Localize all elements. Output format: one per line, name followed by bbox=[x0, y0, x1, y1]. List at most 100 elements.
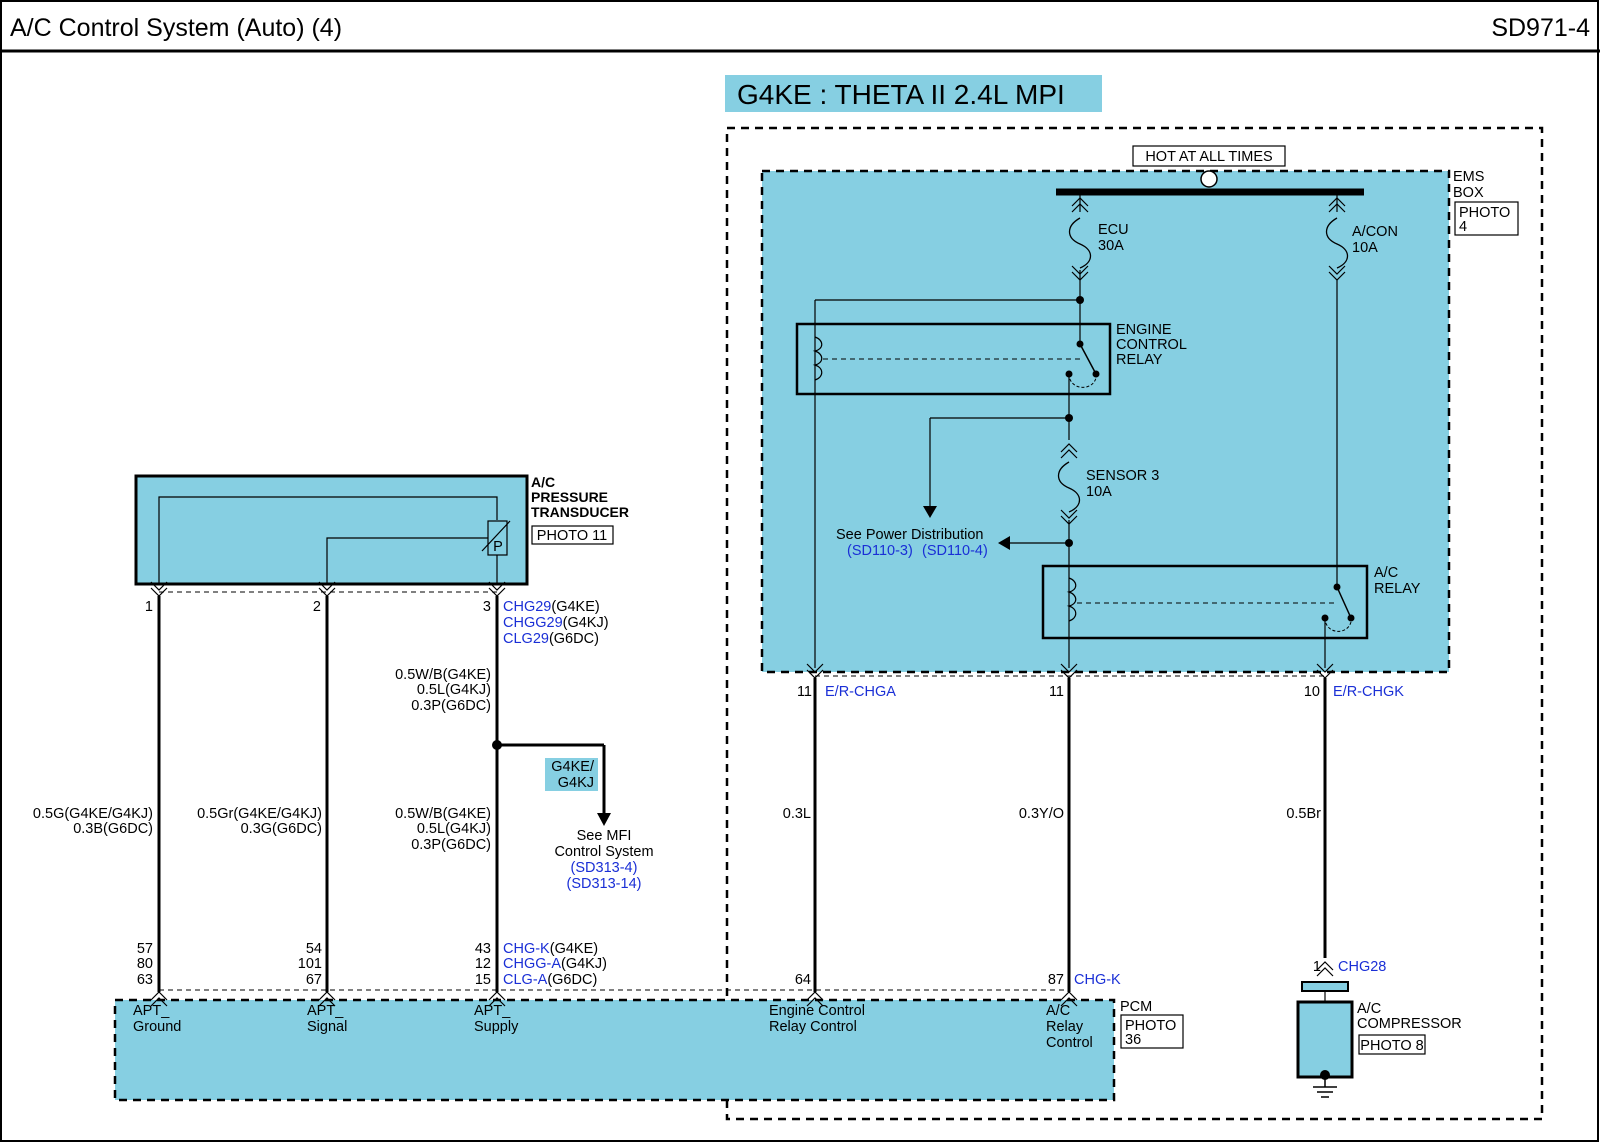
see-mfi-ref-1[interactable]: (SD313-4) bbox=[571, 860, 638, 876]
ecu-fuse-name: ECU bbox=[1098, 222, 1129, 238]
see-mfi-1: See MFI bbox=[577, 828, 632, 844]
wire-label-03l: 0.3L bbox=[783, 806, 811, 822]
conn-bottom-code-3[interactable]: CLG-A bbox=[503, 972, 548, 988]
conn-bottom-code-2[interactable]: CHGG-A bbox=[503, 956, 561, 972]
sensor3-fuse-name: SENSOR 3 bbox=[1086, 468, 1159, 484]
acon-fuse-name: A/CON bbox=[1352, 224, 1398, 240]
engine-control-relay bbox=[795, 322, 1112, 396]
pcm-label-supply-1: APT_ bbox=[474, 1003, 511, 1019]
g4ke-tag bbox=[545, 758, 598, 791]
ems-photo-box bbox=[1454, 201, 1519, 236]
conn-bottom-variant-1: (G4KE) bbox=[550, 941, 598, 957]
engine-region bbox=[725, 126, 1544, 1121]
transducer-box bbox=[134, 474, 529, 586]
hot-label: HOT AT ALL TIMES bbox=[1145, 149, 1272, 165]
wire-label-03yo: 0.3Y/O bbox=[1019, 806, 1064, 822]
conn-bottom-code-1[interactable]: CHG-K bbox=[503, 941, 550, 957]
ems-photo-label: PHOTO bbox=[1459, 205, 1510, 221]
pcm-name: PCM bbox=[1120, 999, 1152, 1015]
compressor-label-2: COMPRESSOR bbox=[1357, 1016, 1462, 1032]
transducer-photo-box bbox=[531, 525, 614, 545]
compressor-photo-box bbox=[1358, 1034, 1426, 1055]
wire-signal-2: 0.3G(G6DC) bbox=[241, 821, 322, 837]
pcm-pin-ground-2: 80 bbox=[137, 956, 153, 972]
g4ke-tag-1: G4KE/ bbox=[551, 759, 595, 775]
ems-conn-right[interactable]: E/R-CHGK bbox=[1333, 684, 1404, 700]
transducer-label-1: A/C bbox=[531, 474, 555, 490]
engine-relay-coil bbox=[812, 336, 823, 381]
wire-supply-lower-1: 0.5W/B(G4KE) bbox=[395, 806, 491, 822]
transducer-label-2: PRESSURE bbox=[531, 489, 608, 505]
power-dist-ref-1[interactable]: (SD110-3) bbox=[847, 543, 913, 559]
pcm-label-ground-2: Ground bbox=[133, 1019, 181, 1035]
hot-label-box bbox=[1132, 145, 1286, 167]
acon-fuse-rating: 10A bbox=[1352, 240, 1378, 256]
page-code: SD971-4 bbox=[1491, 14, 1590, 42]
ems-photo-number: 4 bbox=[1459, 219, 1467, 235]
pcm-label-acr-2: Relay bbox=[1046, 1019, 1084, 1035]
wire-signal-1: 0.5Gr(G4KE/G4KJ) bbox=[197, 806, 322, 822]
pcm-pin-64: 64 bbox=[795, 972, 811, 988]
ems-pin-right: 10 bbox=[1304, 684, 1320, 700]
conn-top-variant-1: (G4KE) bbox=[551, 599, 599, 615]
ac-relay-label-2: RELAY bbox=[1374, 581, 1421, 597]
pcm-conn-chgk[interactable]: CHG-K bbox=[1074, 972, 1121, 988]
transducer-label-3: TRANSDUCER bbox=[531, 504, 629, 520]
pcm-label-supply-2: Supply bbox=[474, 1019, 519, 1035]
compressor-body bbox=[1296, 1000, 1354, 1079]
compressor-conn[interactable]: CHG28 bbox=[1338, 959, 1386, 975]
pcm-pin-supply-2: 12 bbox=[475, 956, 491, 972]
pcm-pin-signal-2: 101 bbox=[298, 956, 322, 972]
transducer-connector-codes: CHG29(G4KE) CHGG29(G4KJ) CLG29(G6DC) bbox=[503, 599, 609, 647]
transducer-pin-2: 2 bbox=[313, 599, 321, 615]
ac-relay-label-1: A/C bbox=[1374, 565, 1398, 581]
conn-top-code-3[interactable]: CLG29 bbox=[503, 631, 549, 647]
see-mfi-2: Control System bbox=[554, 844, 653, 860]
engine-relay-label-1: ENGINE bbox=[1116, 322, 1172, 338]
pcm-label-erc-2: Relay Control bbox=[769, 1019, 857, 1035]
compressor-clutch bbox=[1301, 981, 1349, 992]
wire-supply-lower-3: 0.3P(G6DC) bbox=[411, 837, 491, 853]
svg-text:CLG29(G6DC): CLG29(G6DC) bbox=[503, 631, 599, 647]
conn-top-code-1[interactable]: CHG29 bbox=[503, 599, 551, 615]
compressor-photo: PHOTO 8 bbox=[1360, 1038, 1423, 1054]
ac-relay bbox=[1041, 564, 1369, 640]
ecu-fuse bbox=[1068, 195, 1092, 300]
g4ke-tag-2: G4KJ bbox=[558, 775, 594, 791]
pcm-photo-number: 36 bbox=[1125, 1032, 1141, 1048]
conn-top-variant-3: (G6DC) bbox=[549, 631, 599, 647]
svg-text:CLG-A(G6DC): CLG-A(G6DC) bbox=[503, 972, 597, 988]
pcm-connector-pins bbox=[150, 991, 1078, 1007]
pcm-pin-ground-1: 57 bbox=[137, 941, 153, 957]
engine-label: G4KE : THETA II 2.4L MPI bbox=[725, 75, 1102, 112]
see-mfi-ref-2[interactable]: (SD313-14) bbox=[567, 876, 642, 892]
ecu-fuse-rating: 30A bbox=[1098, 238, 1124, 254]
svg-text:CHGG-A(G4KJ): CHGG-A(G4KJ) bbox=[503, 956, 607, 972]
pcm-pin-supply-1: 43 bbox=[475, 941, 491, 957]
ems-conn-left[interactable]: E/R-CHGA bbox=[825, 684, 896, 700]
compressor-pin: 1 bbox=[1313, 959, 1321, 975]
wire-label-05br: 0.5Br bbox=[1286, 806, 1321, 822]
wire-supply-lower-2: 0.5L(G4KJ) bbox=[417, 821, 491, 837]
compressor-label-1: A/C bbox=[1357, 1001, 1381, 1017]
conn-top-variant-2: (G4KJ) bbox=[563, 615, 609, 631]
pcm-pin-signal-3: 67 bbox=[306, 972, 322, 988]
pcm-label-signal-2: Signal bbox=[307, 1019, 347, 1035]
pcm-pin-ground-3: 63 bbox=[137, 972, 153, 988]
transducer-photo: PHOTO 11 bbox=[537, 528, 607, 544]
ems-pin-mid: 11 bbox=[1049, 684, 1064, 700]
ems-box-label: EMS bbox=[1453, 169, 1484, 185]
pcm-connector-codes: CHG-K(G4KE) CHGG-A(G4KJ) CLG-A(G6DC) bbox=[503, 941, 607, 988]
power-dist-text: See Power Distribution bbox=[836, 527, 984, 543]
pressure-sensor-symbol: P bbox=[493, 539, 503, 555]
power-dist-ref-2[interactable]: (SD110-4) bbox=[922, 543, 988, 559]
compressor-connector bbox=[1316, 961, 1334, 977]
sensor3-fuse-rating: 10A bbox=[1086, 484, 1112, 500]
engine-relay-label-3: RELAY bbox=[1116, 352, 1163, 368]
wire-supply-upper-1: 0.5W/B(G4KE) bbox=[395, 667, 491, 683]
wire-ground-2: 0.3B(G6DC) bbox=[73, 821, 153, 837]
conn-top-code-2[interactable]: CHGG29 bbox=[503, 615, 563, 631]
wire-ground-1: 0.5G(G4KE/G4KJ) bbox=[33, 806, 153, 822]
